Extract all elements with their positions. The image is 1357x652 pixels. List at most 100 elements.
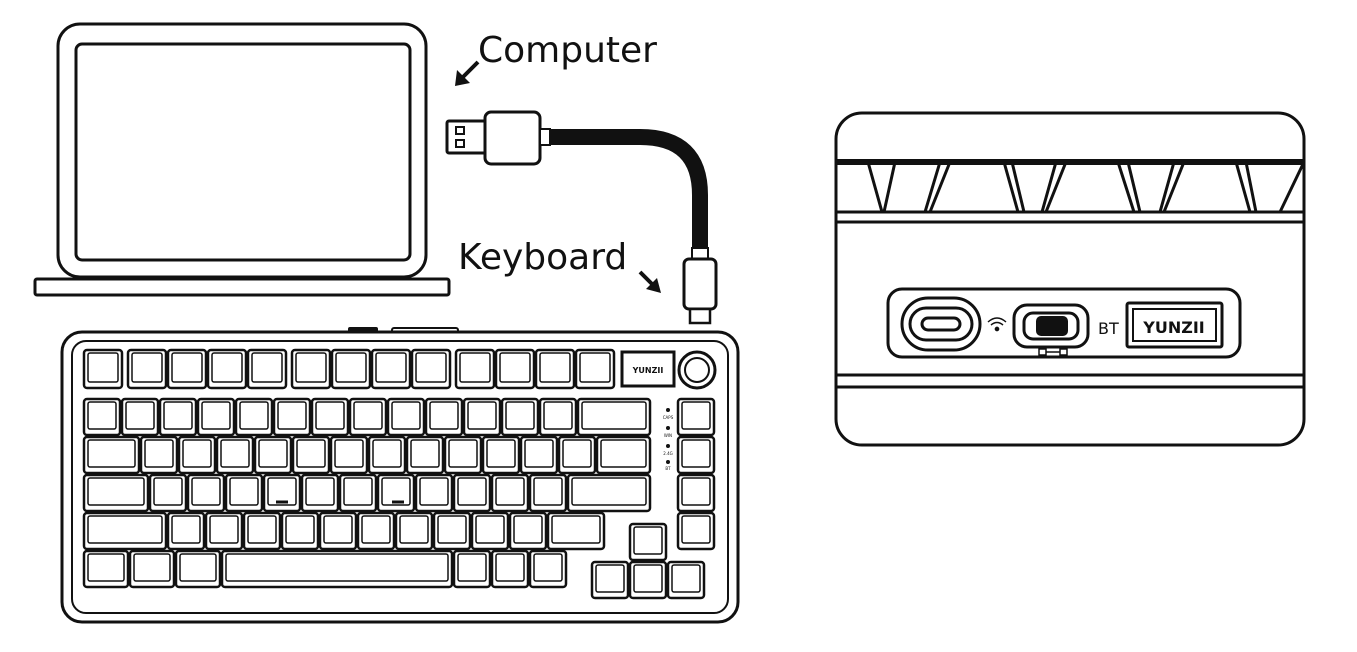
usb-cable [445, 110, 718, 325]
keycap [676, 473, 716, 513]
keycap-top [220, 439, 250, 468]
keycap-top [459, 352, 491, 383]
side-detail-panel: BT YUNZII [834, 111, 1306, 447]
keycap [410, 348, 452, 390]
keycap-top [229, 477, 259, 506]
laptop-lid [56, 22, 428, 279]
keycap-top [486, 439, 516, 468]
arrow-to-keyboard-icon [638, 270, 661, 293]
keycap-top [87, 439, 136, 468]
keycap-top [239, 401, 269, 430]
keycap [490, 549, 530, 589]
indicator-label: 2.4G [663, 451, 672, 456]
keycap-top [258, 439, 288, 468]
keycap-top [437, 515, 467, 544]
keycap-top [179, 553, 217, 582]
keycap [139, 435, 179, 475]
keycap [500, 397, 540, 437]
indicator-label: WIN [664, 433, 672, 438]
keycap [82, 473, 150, 513]
keycap [546, 511, 606, 551]
keycap-top [539, 352, 571, 383]
keycap [576, 397, 652, 437]
keyboard: YUNZII CAPS WIN 2.4G BT [60, 327, 740, 624]
keycap-top [448, 439, 478, 468]
keyboard-brand-text: YUNZII [632, 366, 664, 375]
keycap-top [467, 401, 497, 430]
keycap-top [334, 439, 364, 468]
keycap-top [277, 401, 307, 430]
keycap [519, 435, 559, 475]
keycap-top [87, 352, 119, 383]
keycap [338, 473, 378, 513]
keycap [186, 473, 226, 513]
keycap-top [295, 352, 327, 383]
keycap-top [581, 401, 647, 430]
laptop [33, 22, 451, 297]
keycap [204, 511, 244, 551]
keycap [82, 549, 130, 589]
keycap-top [633, 564, 663, 593]
keycap-top [171, 352, 203, 383]
keycap-top [457, 553, 487, 582]
side-brand-text: YUNZII [1142, 318, 1204, 337]
keycap [676, 435, 716, 475]
keycap-top [361, 515, 391, 544]
keyboard-label: Keyboard [458, 237, 627, 278]
keycap [508, 511, 548, 551]
keycap [82, 348, 124, 390]
keycap-top [153, 477, 183, 506]
keycap [82, 397, 122, 437]
keycap-top [533, 477, 563, 506]
keycap-top [343, 477, 373, 506]
keycap [206, 348, 248, 390]
keycap [120, 397, 160, 437]
mode-switch-icon [1012, 303, 1090, 349]
keycap [394, 511, 434, 551]
keycap-top [681, 477, 711, 506]
keycap-top [323, 515, 353, 544]
keycap [470, 511, 510, 551]
keycap-top [211, 352, 243, 383]
cable-body [550, 129, 708, 250]
keycap-top [571, 477, 647, 506]
indicator-label: BT [665, 466, 671, 471]
laptop-base [33, 277, 451, 297]
keycap [280, 511, 320, 551]
keycap [676, 511, 716, 551]
keycap [272, 397, 312, 437]
keycap [595, 435, 652, 475]
keycap [494, 348, 536, 390]
keycap-top [499, 352, 531, 383]
keycap [262, 473, 302, 513]
keycap [246, 348, 288, 390]
keycap-top [133, 553, 171, 582]
keycap [318, 511, 358, 551]
keycap [348, 397, 388, 437]
keycap-top [495, 553, 525, 582]
keycap [454, 348, 496, 390]
keycap-top [419, 477, 449, 506]
keycap-top [595, 564, 625, 593]
keycap [452, 473, 492, 513]
keycap [452, 549, 492, 589]
keycap [82, 511, 168, 551]
keycap-top [495, 477, 525, 506]
keycap [534, 348, 576, 390]
keycap-top [410, 439, 440, 468]
keycap-top [191, 477, 221, 506]
arrow-to-computer-icon [455, 60, 480, 86]
keycap [148, 473, 188, 513]
keycap-top [562, 439, 592, 468]
keycap-top [209, 515, 239, 544]
keycap-top [87, 553, 125, 582]
keycap-top [681, 401, 711, 430]
keycap-top [171, 515, 201, 544]
keycap [432, 511, 472, 551]
keycap [405, 435, 445, 475]
keycap-top [163, 401, 193, 430]
keycap [356, 511, 396, 551]
keycap [300, 473, 340, 513]
keycap-top [533, 553, 563, 582]
